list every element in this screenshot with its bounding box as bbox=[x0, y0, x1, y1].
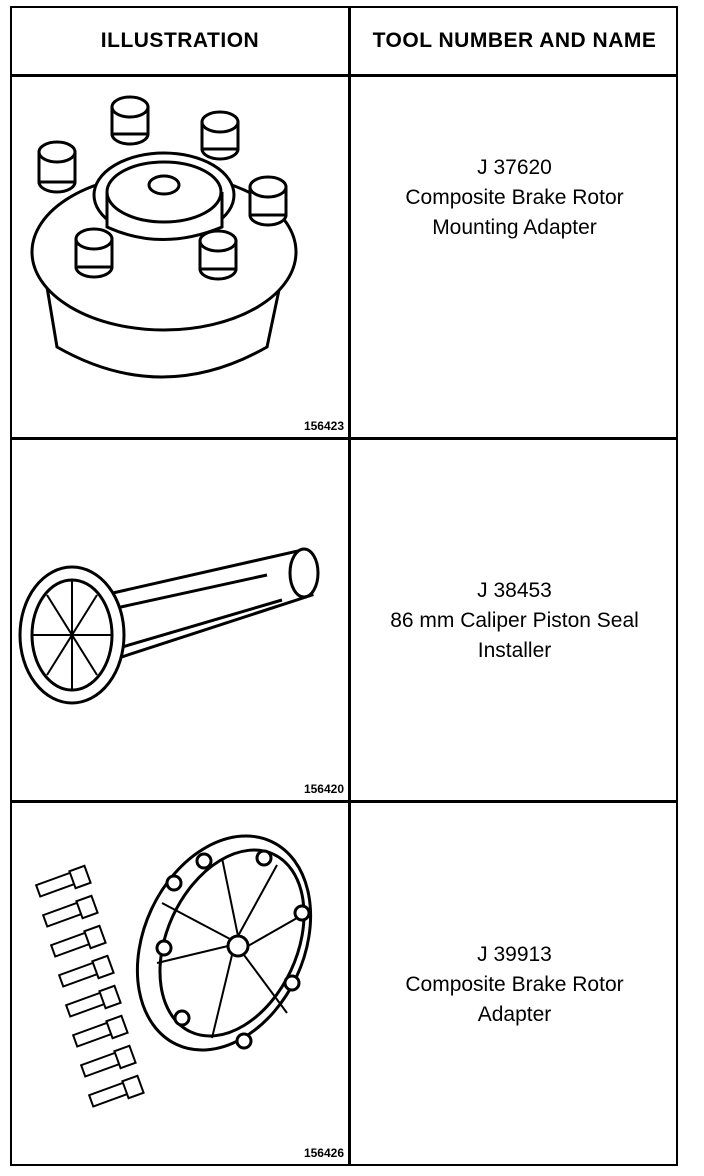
figure-number: 156420 bbox=[303, 782, 344, 796]
figure-number: 156426 bbox=[303, 1146, 344, 1160]
illustration-rotor-adapter: 156426 bbox=[12, 803, 348, 1164]
row-divider bbox=[12, 800, 676, 803]
rotor-mounting-adapter-drawing bbox=[30, 95, 298, 379]
tool-number: J 37620 bbox=[477, 156, 552, 179]
illustration-piston-seal-installer: 156420 bbox=[12, 440, 348, 800]
tool-number: J 39913 bbox=[477, 943, 552, 966]
tool-name-line1: Composite Brake Rotor bbox=[405, 186, 624, 209]
tool-name-line1: 86 mm Caliper Piston Seal bbox=[390, 609, 639, 632]
tool-entry-3: J 39913 Composite Brake Rotor Adapter bbox=[351, 940, 678, 1030]
column-divider bbox=[348, 8, 351, 1164]
tool-table: ILLUSTRATION TOOL NUMBER AND NAME bbox=[10, 6, 678, 1166]
row-divider bbox=[12, 437, 676, 440]
header-tool-number-and-name: TOOL NUMBER AND NAME bbox=[372, 29, 657, 52]
rotor-adapter-drawing bbox=[34, 834, 313, 1108]
tool-name-line2: Installer bbox=[477, 639, 552, 662]
illustration-rotor-mounting-adapter: 156423 bbox=[12, 77, 348, 437]
tool-number: J 38453 bbox=[477, 579, 552, 602]
tool-entry-1: J 37620 Composite Brake Rotor Mounting A… bbox=[351, 153, 678, 243]
tool-entry-2: J 38453 86 mm Caliper Piston Seal Instal… bbox=[351, 576, 678, 666]
header-illustration: ILLUSTRATION bbox=[100, 29, 260, 52]
tool-name-line1: Composite Brake Rotor bbox=[405, 973, 624, 996]
header-divider bbox=[12, 74, 676, 77]
tool-name-line2: Adapter bbox=[477, 1003, 552, 1026]
tool-name-line2: Mounting Adapter bbox=[432, 216, 597, 239]
figure-number: 156423 bbox=[303, 419, 344, 433]
piston-seal-installer-drawing bbox=[18, 547, 320, 705]
